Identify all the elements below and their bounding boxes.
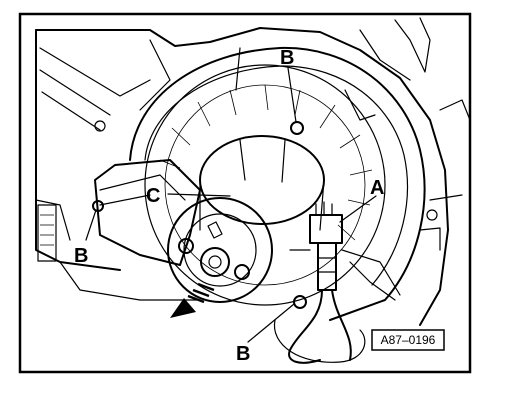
removal-arrow-icon — [170, 282, 215, 318]
end-cap-screw-right — [234, 264, 250, 280]
reference-code: A87–0196 — [381, 333, 436, 347]
housing-screw-right — [426, 209, 438, 221]
screw-b-top — [290, 121, 304, 135]
label-c: C — [146, 185, 160, 207]
label-b-top: B — [280, 47, 294, 69]
reference-code-box — [371, 329, 445, 351]
label-b-bottom: B — [236, 343, 250, 365]
housing-screw — [94, 120, 106, 132]
wiring-connector — [273, 201, 401, 364]
fan-wheel — [144, 64, 386, 306]
motor-end-cap — [167, 197, 273, 303]
blower-motor — [199, 135, 325, 231]
diagram-frame — [18, 12, 472, 374]
end-cap-screw-left — [178, 238, 194, 254]
label-b-left: B — [74, 245, 88, 267]
leader-lines — [85, 67, 377, 343]
motor-flange — [94, 159, 201, 266]
blower-housing — [35, 17, 471, 326]
label-a: A — [370, 177, 384, 199]
screw-b-bottom — [293, 295, 307, 309]
screw-b-left — [92, 200, 104, 212]
